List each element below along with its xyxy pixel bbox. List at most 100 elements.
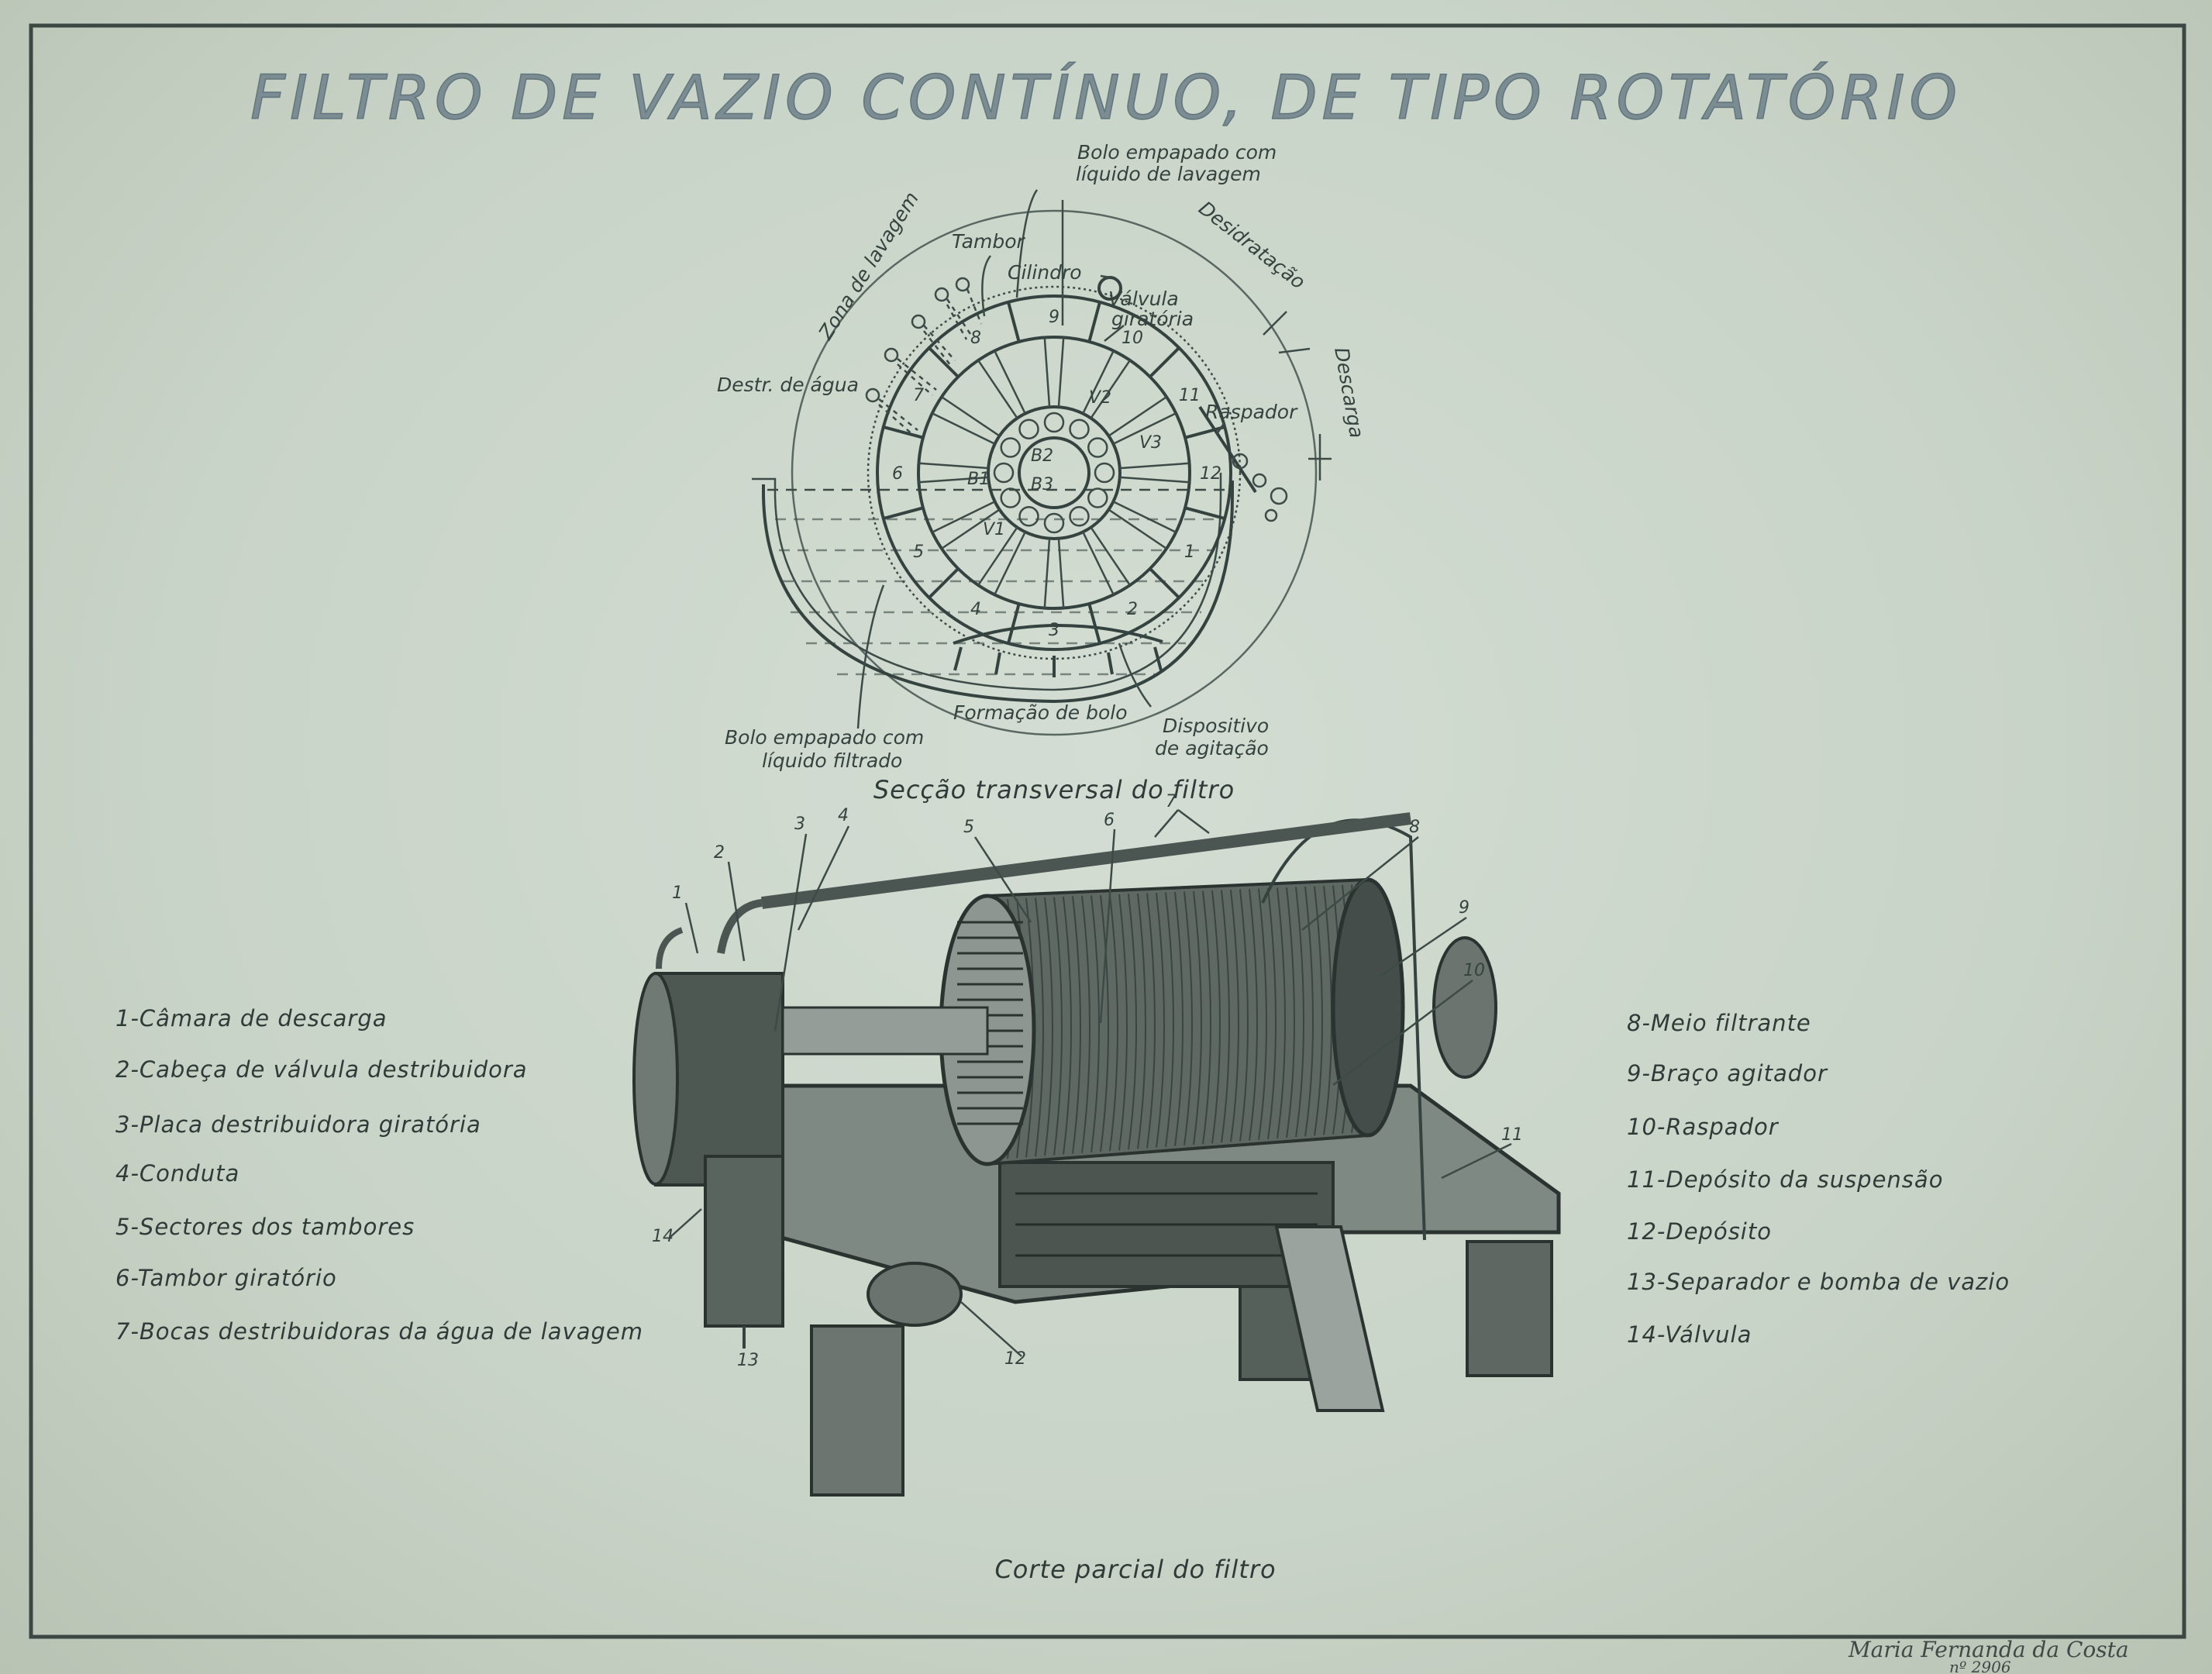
valve-port — [1018, 506, 1039, 527]
drum-spoke — [932, 412, 996, 445]
legend-item: 7-Bocas destribuidoras da água de lavage… — [115, 1318, 643, 1345]
inlet-pipe — [656, 927, 684, 970]
sector-divider — [883, 425, 924, 439]
cloth-line — [1193, 890, 1202, 1145]
mark-b3: B3 — [1031, 475, 1053, 494]
sector-number: 12 — [1200, 464, 1221, 484]
cloth-line — [1081, 895, 1090, 1153]
cloth-line — [1109, 894, 1118, 1152]
drum-spoke — [941, 508, 1001, 549]
callout-number: 12 — [1004, 1349, 1026, 1369]
callout-number: 4 — [838, 806, 849, 825]
legend-item: 3-Placa destribuidora giratória — [115, 1111, 481, 1138]
callout-number: 11 — [1501, 1125, 1523, 1145]
agitator-teeth — [953, 646, 1163, 677]
sector-divider — [1007, 301, 1021, 343]
legend-item: 9-Braço agitador — [1627, 1060, 1828, 1087]
support-leg-front — [810, 1324, 904, 1497]
cloth-line — [1174, 891, 1184, 1146]
wash-nozzles — [865, 277, 983, 436]
cloth-line — [1258, 888, 1267, 1140]
sector-divider — [1184, 506, 1225, 520]
drum-spoke — [941, 396, 1001, 437]
drum-spoke — [1090, 360, 1131, 419]
valve-port — [1094, 462, 1115, 484]
zone-circle — [791, 209, 1318, 736]
sector-number: 3 — [1049, 621, 1059, 640]
chamber-end — [632, 972, 679, 1186]
drum-spoke — [1057, 538, 1065, 608]
label-water-distribution: Destr. de água — [717, 374, 859, 396]
discharge-arrow — [1308, 434, 1332, 480]
cloth-line — [1277, 887, 1286, 1139]
label-valve-2: giratória — [1111, 308, 1194, 330]
leader-filtrate-cake — [856, 584, 885, 729]
callout-number: 14 — [652, 1227, 674, 1246]
wash-water-pipe — [760, 812, 1412, 909]
valve-port — [1043, 512, 1065, 534]
cloth-line — [1156, 892, 1165, 1148]
valve-port — [1069, 418, 1090, 439]
sector-number: 9 — [1049, 308, 1059, 327]
valve-port — [993, 462, 1015, 484]
callout-number: 9 — [1459, 898, 1469, 918]
drum-spoke — [1082, 531, 1115, 595]
mark-b1: B1 — [967, 470, 990, 489]
label-discharge: Descarga — [1330, 346, 1368, 439]
label-wash-zone: Zona de lavagem — [814, 188, 923, 344]
cloth-line — [1211, 890, 1221, 1144]
cloth-line — [1314, 886, 1323, 1136]
sector-number: 1 — [1184, 542, 1195, 562]
legend-item: 2-Cabeça de válvula destribuidora — [115, 1056, 528, 1083]
sheet-title: FILTRO DE VAZIO CONTÍNUO, DE TIPO ROTATÓ… — [250, 63, 1962, 134]
valve-port — [1018, 418, 1039, 439]
drum-spoke — [1057, 337, 1065, 408]
drum-spoke — [1112, 501, 1177, 533]
drum-spoke — [1090, 526, 1131, 586]
receiver-internals — [1015, 1192, 1318, 1257]
legend-item: 8-Meio filtrante — [1627, 1010, 1811, 1036]
vacuum-pipe — [704, 1155, 784, 1328]
valve-port — [1069, 506, 1090, 527]
mark-b2: B2 — [1031, 446, 1053, 466]
valve-port — [1043, 412, 1065, 433]
cross-section-caption: Secção transversal do filtro — [873, 775, 1235, 804]
sector-number: 8 — [970, 329, 981, 348]
drum-outer — [876, 294, 1232, 651]
legend-item: 11-Depósito da suspensão — [1627, 1166, 1944, 1193]
drum-spoke — [977, 526, 1018, 586]
cloth-line — [1063, 896, 1072, 1155]
cloth-line — [1304, 886, 1314, 1137]
cloth-line — [1090, 895, 1100, 1153]
drum-spoke — [1082, 350, 1115, 415]
valve-port — [1087, 487, 1108, 508]
sector-divider — [1007, 603, 1021, 644]
legend-item: 5-Sectores dos tambores — [115, 1214, 415, 1240]
drum-spoke — [1108, 508, 1167, 549]
sheet-border — [29, 23, 2186, 1639]
cloth-line — [1295, 887, 1304, 1138]
drum-spoke — [1043, 538, 1051, 608]
leader-washed-cake — [1015, 189, 1039, 298]
label-filtrate-cake: Bolo empapado com — [725, 726, 924, 749]
mark-v3: V3 — [1139, 433, 1162, 453]
callout-number: 13 — [737, 1351, 759, 1370]
valve-port — [1087, 437, 1108, 458]
discharge-chute — [1274, 1225, 1385, 1412]
valve-core — [1018, 436, 1090, 509]
callout-number: 6 — [1104, 811, 1115, 830]
svg-text:Maria Fernanda da Costa: Maria Fernanda da Costa — [1848, 1637, 2129, 1662]
drum-spoke — [1119, 476, 1190, 484]
legend-item: 10-Raspador — [1627, 1114, 1779, 1140]
callout-number: 3 — [794, 815, 805, 834]
sector-number: 11 — [1179, 386, 1201, 405]
callout-number: 1 — [672, 884, 683, 903]
cloth-line — [1230, 889, 1239, 1142]
cloth-line — [1128, 894, 1137, 1150]
drum-spoke — [918, 462, 989, 470]
trough-inner — [752, 473, 1222, 691]
cloth-line — [1100, 894, 1109, 1152]
mark-v2: V2 — [1089, 388, 1111, 408]
